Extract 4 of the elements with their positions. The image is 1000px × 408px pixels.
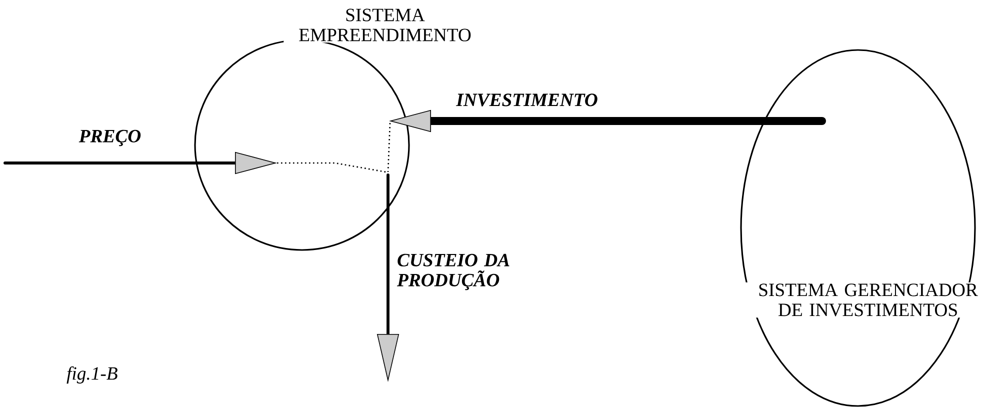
- edge-label: PREÇO: [78, 130, 141, 146]
- node-label: SISTEMA EMPREENDIMENTO: [299, 8, 471, 42]
- figure-number: fig.1-B: [66, 366, 118, 384]
- edge-label: CUSTEIO DA PRODUÇÃO: [397, 254, 510, 290]
